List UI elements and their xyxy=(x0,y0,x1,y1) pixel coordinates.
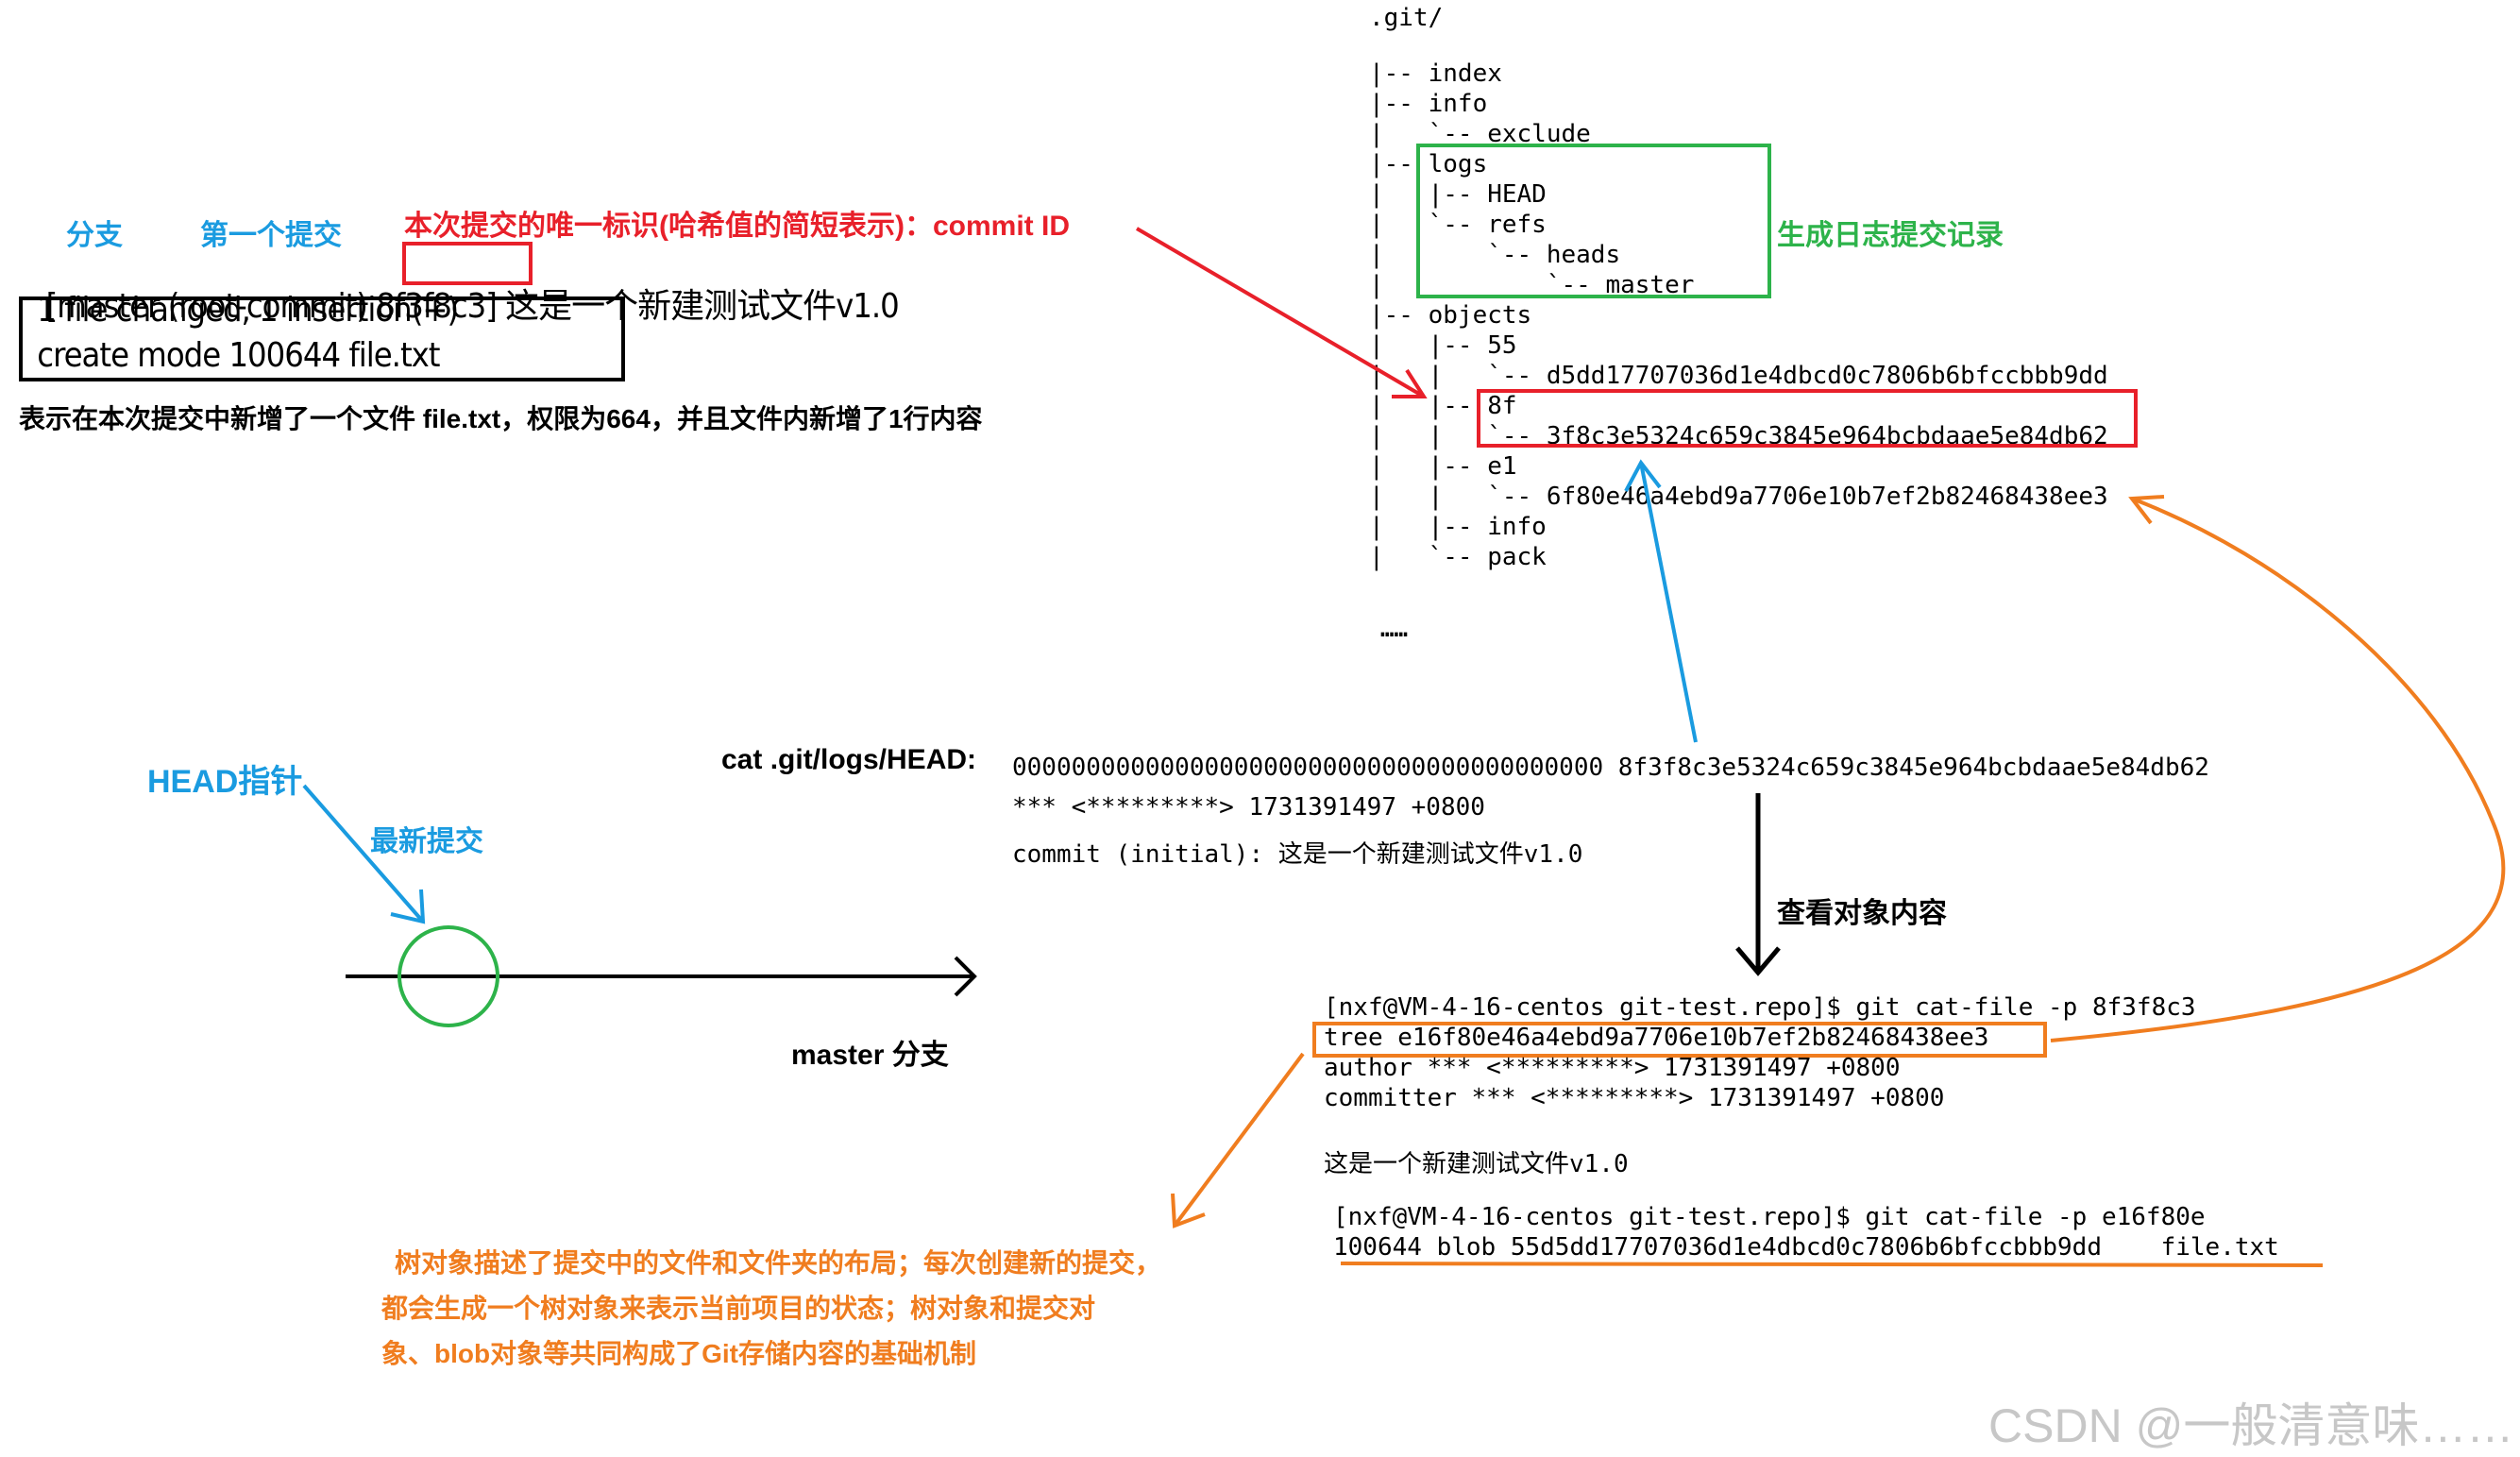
commit-stat-box xyxy=(19,296,625,381)
tree-ellipsis: …… xyxy=(1380,616,1408,642)
first-commit-annotation: 第一个提交 xyxy=(200,220,342,251)
git-tree-line: | `-- heads xyxy=(1369,241,1621,269)
cat-file-command-2: [nxf@VM-4-16-centos git-test.repo]$ git … xyxy=(1333,1203,2206,1231)
master-branch-label: master 分支 xyxy=(791,1040,949,1071)
git-tree-line: | |-- 55 xyxy=(1369,331,1517,360)
blob-underline xyxy=(1340,1262,2324,1267)
object-8f-highlight-box xyxy=(1477,389,2138,448)
git-dir-tree: |-- index|-- info| `-- exclude|-- logs| … xyxy=(1369,59,2108,572)
git-tree-line: |-- objects xyxy=(1369,301,1532,330)
commit-message-line: 这是一个新建测试文件v1.0 xyxy=(1324,1150,1629,1178)
master-branch-line xyxy=(346,956,977,997)
logs-annotation: 生成日志提交记录 xyxy=(1777,220,2004,251)
tree-note-line-3: 象、blob对象等共同构成了Git存储内容的基础机制 xyxy=(381,1339,976,1368)
logs-highlight-box xyxy=(1416,144,1771,298)
git-dir-root: .git/ xyxy=(1369,4,1444,32)
latest-commit-node xyxy=(397,925,499,1027)
commit-line-suffix: ] 这是一个新建测试文件v1.0 xyxy=(485,287,900,326)
git-tree-line: |-- info xyxy=(1369,90,1488,118)
head-log-label: cat .git/logs/HEAD: xyxy=(721,744,977,775)
tree-object-line: tree e16f80e46a4ebd9a7706e10b7ef2b824684… xyxy=(1324,1024,1989,1052)
git-tree-line: | | `-- d5dd17707036d1e4dbcd0c7806b6bfcc… xyxy=(1369,362,2108,390)
view-object-label: 查看对象内容 xyxy=(1777,898,1947,929)
author-line: author *** <*********> 1731391497 +0800 xyxy=(1324,1054,1901,1082)
csdn-watermark: CSDN @一般清意味…… xyxy=(1988,1399,2514,1452)
latest-commit-label: 最新提交 xyxy=(370,826,483,857)
git-tree-line: |-- logs xyxy=(1369,150,1488,178)
commit-id-annotation: 本次提交的唯一标识(哈希值的简短表示)：commit ID xyxy=(404,211,1070,242)
stat-line-mode: create mode 100644 file.txt xyxy=(28,336,440,375)
tree-line-highlight-box xyxy=(1312,1022,2047,1058)
branch-annotation: 分支 xyxy=(66,220,123,251)
git-tree-line: | |-- HEAD xyxy=(1369,180,1547,209)
view-object-arrow xyxy=(1735,793,1781,976)
git-tree-line: | `-- refs xyxy=(1369,211,1547,239)
head-pointer-arrow xyxy=(302,784,426,924)
commit-explanation: 表示在本次提交中新增了一个文件 file.txt，权限为664，并且文件内新增了… xyxy=(19,404,983,433)
stat-line-files: 1 file changed, 1 insertion(+) xyxy=(28,291,459,330)
commit-line-prefix: [master (root-commit) xyxy=(45,287,377,326)
git-tree-line: | |-- 8f xyxy=(1369,392,1517,420)
committer-line: committer *** <*********> 1731391497 +08… xyxy=(1324,1084,1945,1112)
tree-note-line-1: 树对象描述了提交中的文件和文件夹的布局；每次创建新的提交， xyxy=(395,1248,1162,1278)
blob-entry-line: 100644 blob 55d5dd17707036d1e4dbcd0c7806… xyxy=(1333,1233,2279,1262)
head-log-line-2: *** <*********> 1731391497 +0800 xyxy=(1012,793,1485,822)
commit-result-line: [master (root-commit) 8f3f8c3] 这是一个新建测试文… xyxy=(28,240,900,328)
git-tree-line: | `-- pack xyxy=(1369,543,1547,571)
tree-note-line-2: 都会生成一个树对象来表示当前项目的状态；树对象和提交对 xyxy=(381,1294,1096,1323)
tree-to-object-curve xyxy=(2050,495,2506,1042)
commit-id-arrow xyxy=(1135,227,1428,398)
tree-note-arrow xyxy=(1171,1052,1305,1228)
git-tree-line: |-- index xyxy=(1369,59,1502,88)
head-pointer-label: HEAD指针 xyxy=(147,764,303,800)
short-commit-hash: 8f3f8c3 xyxy=(376,287,486,326)
head-log-line-1: 0000000000000000000000000000000000000000… xyxy=(1012,754,2209,782)
cat-file-command-1: [nxf@VM-4-16-centos git-test.repo]$ git … xyxy=(1324,993,2196,1022)
git-tree-line: | |-- info xyxy=(1369,513,1547,541)
git-tree-line: | | `-- 6f80e46a4ebd9a7706e10b7ef2b82468… xyxy=(1369,483,2108,511)
head-log-line-3: commit (initial): 这是一个新建测试文件v1.0 xyxy=(1012,840,1583,869)
head-log-to-object-arrow xyxy=(1624,459,1698,743)
git-tree-line: | |-- e1 xyxy=(1369,452,1517,481)
commit-hash-highlight-box xyxy=(402,242,533,285)
